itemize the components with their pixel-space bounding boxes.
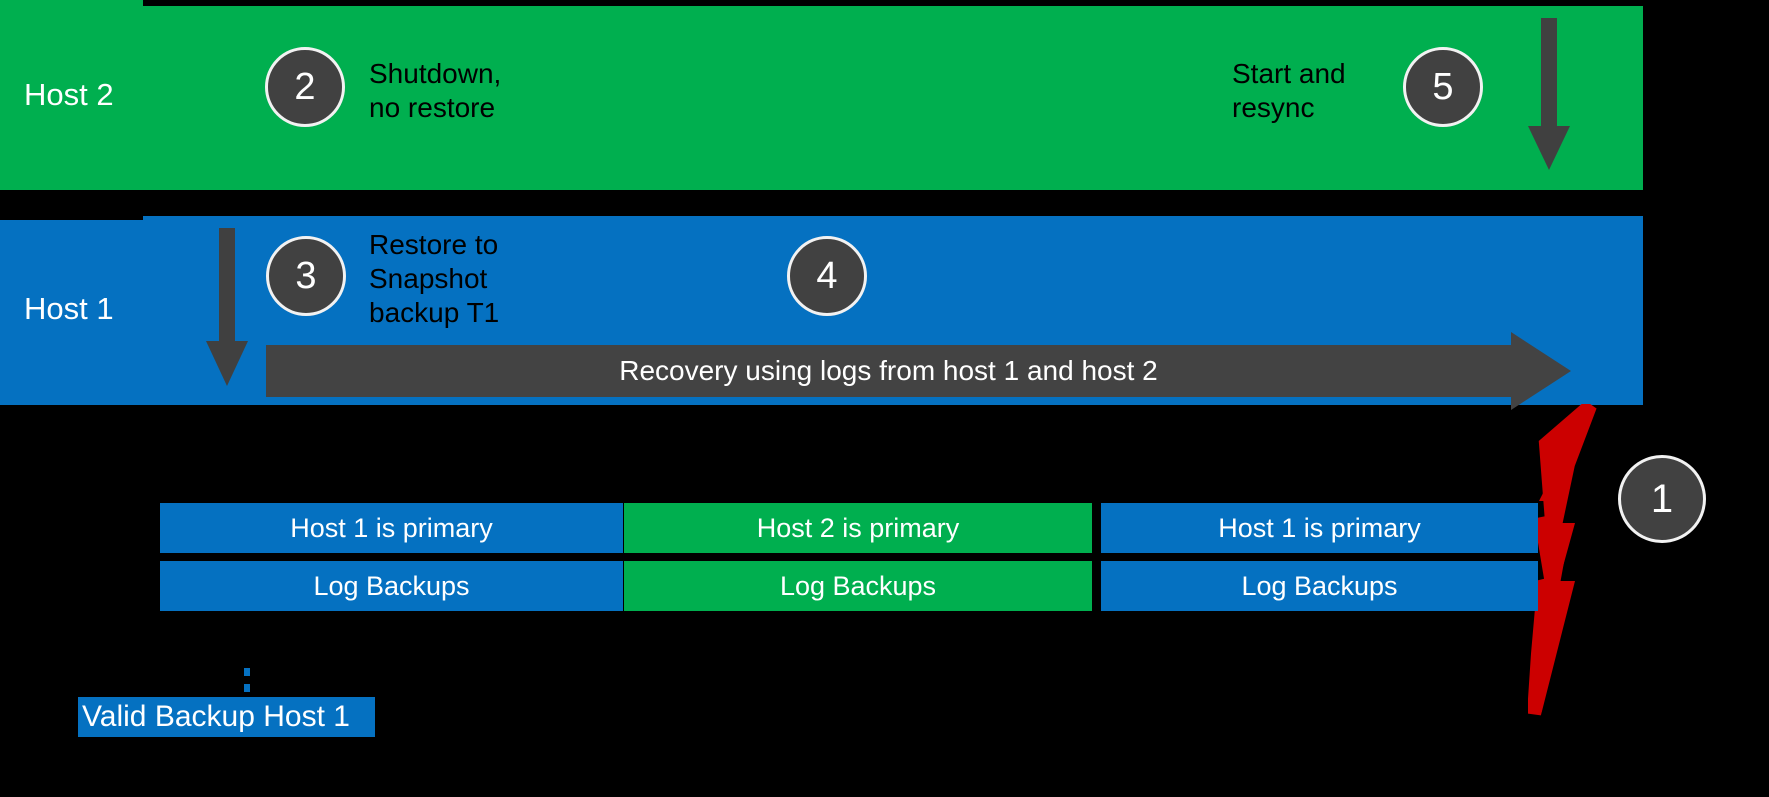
step-1-circle[interactable]: 1: [1618, 455, 1706, 543]
host1-down-arrow-icon: [206, 228, 248, 386]
recovery-arrow-head-icon: [1511, 332, 1571, 410]
valid-backup-tag[interactable]: Valid Backup Host 1: [78, 697, 375, 737]
host2-down-arrow-icon: [1528, 18, 1570, 170]
timeline-segment-primary-2[interactable]: Host 1 is primary: [1101, 503, 1538, 553]
recovery-arrow: Recovery using logs from host 1 and host…: [266, 332, 1571, 410]
host1-label: Host 1: [24, 291, 114, 326]
timeline-segment-backup-2[interactable]: Log Backups: [1101, 561, 1538, 611]
valid-backup-tick-icon-2: [244, 684, 250, 692]
lightning-bolt-shape: [1528, 404, 1597, 716]
host2-label: Host 2: [24, 77, 114, 112]
host2-band-top-notch: [143, 0, 1643, 6]
timeline-segment-primary-0[interactable]: Host 1 is primary: [160, 503, 623, 553]
recovery-arrow-body: Recovery using logs from host 1 and host…: [266, 345, 1511, 397]
timeline-segment-primary-1[interactable]: Host 2 is primary: [624, 503, 1092, 553]
valid-backup-tick-icon: [244, 668, 250, 676]
step-3-caption: Restore to Snapshot backup T1: [369, 229, 500, 328]
recovery-arrow-label: Recovery using logs from host 1 and host…: [619, 355, 1158, 386]
step-2-circle[interactable]: 2: [265, 47, 345, 127]
step-3-circle[interactable]: 3: [266, 236, 346, 316]
step-5-caption: Start and resync: [1232, 58, 1346, 123]
host1-band-label-panel: [0, 220, 145, 405]
timeline-segment-backup-0[interactable]: Log Backups: [160, 561, 623, 611]
step-5-circle[interactable]: 5: [1403, 47, 1483, 127]
step-2-caption: Shutdown, no restore: [369, 58, 502, 123]
step-4-circle[interactable]: 4: [787, 236, 867, 316]
timeline-segment-backup-1[interactable]: Log Backups: [624, 561, 1092, 611]
